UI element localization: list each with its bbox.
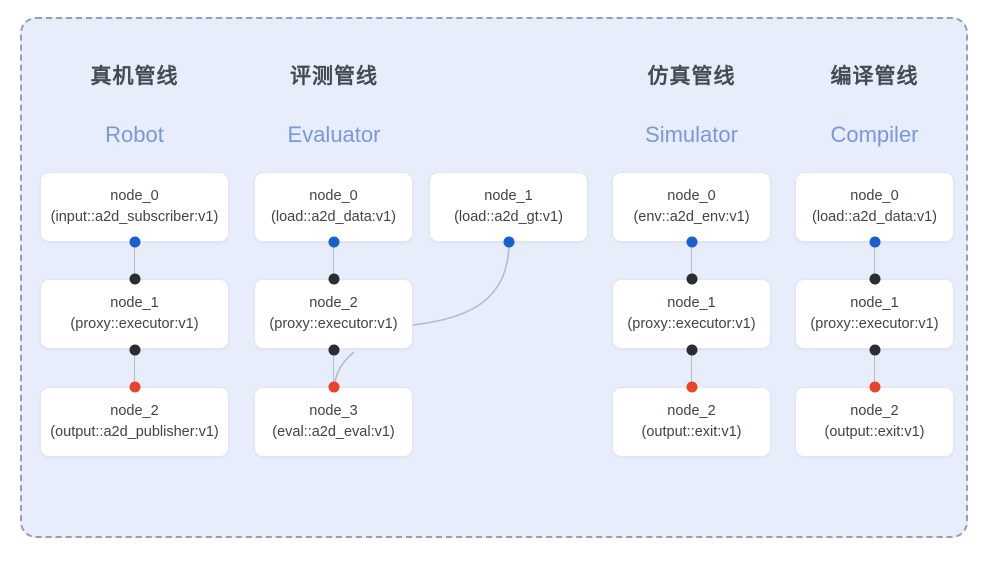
port-output-dot-icon[interactable] bbox=[869, 344, 880, 356]
node-id: node_0 bbox=[850, 188, 899, 204]
column-title-evaluator: 评测管线 bbox=[290, 65, 378, 88]
node-type: (output::a2d_publisher:v1) bbox=[50, 424, 219, 440]
node-type: (load::a2d_data:v1) bbox=[812, 209, 937, 225]
port-output-dot-icon[interactable] bbox=[503, 236, 514, 248]
edge-segment bbox=[873, 242, 876, 279]
node-box[interactable]: node_2 (output::exit:v1) bbox=[795, 387, 954, 457]
edge-segment bbox=[133, 242, 136, 279]
node-box[interactable]: node_0 (input::a2d_subscriber:v1) bbox=[40, 172, 229, 242]
port-output-dot-icon[interactable] bbox=[686, 236, 697, 248]
column-title-compiler: 编译管线 bbox=[830, 65, 919, 88]
edge-segment bbox=[133, 350, 136, 387]
node-type: (proxy::executor:v1) bbox=[70, 316, 199, 332]
port-output-dot-icon[interactable] bbox=[328, 344, 339, 356]
node-box[interactable]: node_3 (eval::a2d_eval:v1) bbox=[254, 387, 413, 457]
node-id: node_3 bbox=[309, 403, 358, 419]
port-output-dot-icon[interactable] bbox=[686, 344, 697, 356]
port-output-dot-icon[interactable] bbox=[328, 236, 339, 248]
port-terminal-dot-icon[interactable] bbox=[686, 381, 697, 393]
node-type: (env::a2d_env:v1) bbox=[633, 209, 750, 225]
node-id: node_1 bbox=[667, 295, 716, 311]
column-title-robot: 真机管线 bbox=[90, 65, 179, 88]
edge-segment bbox=[690, 350, 693, 387]
node-box[interactable]: node_1 (load::a2d_gt:v1) bbox=[429, 172, 588, 242]
node-id: node_2 bbox=[309, 295, 358, 311]
node-box[interactable]: node_1 (proxy::executor:v1) bbox=[795, 279, 954, 349]
node-id: node_2 bbox=[667, 403, 716, 419]
edge-segment bbox=[332, 242, 335, 279]
column-subtitle-compiler: Compiler bbox=[830, 122, 919, 147]
node-type: (proxy::executor:v1) bbox=[810, 316, 939, 332]
column-title-simulator: 仿真管线 bbox=[647, 65, 736, 88]
node-id: node_1 bbox=[110, 295, 159, 311]
node-type: (proxy::executor:v1) bbox=[269, 316, 398, 332]
port-input-dot-icon[interactable] bbox=[328, 273, 339, 285]
node-type: (input::a2d_subscriber:v1) bbox=[50, 209, 219, 225]
node-type: (load::a2d_gt:v1) bbox=[454, 209, 563, 225]
node-box[interactable]: node_2 (output::a2d_publisher:v1) bbox=[40, 387, 229, 457]
node-box[interactable]: node_0 (env::a2d_env:v1) bbox=[612, 172, 771, 242]
node-box[interactable]: node_0 (load::a2d_data:v1) bbox=[795, 172, 954, 242]
port-input-dot-icon[interactable] bbox=[129, 273, 140, 285]
pipeline-panel bbox=[20, 17, 968, 538]
port-terminal-dot-icon[interactable] bbox=[328, 381, 339, 393]
node-id: node_2 bbox=[850, 403, 899, 419]
edge-segment bbox=[690, 242, 693, 279]
node-type: (load::a2d_data:v1) bbox=[271, 209, 396, 225]
node-type: (output::exit:v1) bbox=[824, 424, 925, 440]
node-box[interactable]: node_0 (load::a2d_data:v1) bbox=[254, 172, 413, 242]
node-id: node_0 bbox=[667, 188, 716, 204]
port-output-dot-icon[interactable] bbox=[129, 236, 140, 248]
port-input-dot-icon[interactable] bbox=[686, 273, 697, 285]
node-id: node_0 bbox=[110, 188, 159, 204]
node-box[interactable]: node_1 (proxy::executor:v1) bbox=[40, 279, 229, 349]
node-id: node_1 bbox=[850, 295, 899, 311]
port-input-dot-icon[interactable] bbox=[869, 273, 880, 285]
edge-segment bbox=[873, 350, 876, 387]
node-id: node_0 bbox=[309, 188, 358, 204]
column-subtitle-evaluator: Evaluator bbox=[287, 122, 381, 147]
node-box[interactable]: node_2 (output::exit:v1) bbox=[612, 387, 771, 457]
column-subtitle-robot: Robot bbox=[105, 122, 164, 147]
node-id: node_1 bbox=[484, 188, 533, 204]
port-terminal-dot-icon[interactable] bbox=[869, 381, 880, 393]
node-box[interactable]: node_1 (proxy::executor:v1) bbox=[612, 279, 771, 349]
port-output-dot-icon[interactable] bbox=[129, 344, 140, 356]
node-type: (eval::a2d_eval:v1) bbox=[272, 424, 395, 440]
port-output-dot-icon[interactable] bbox=[869, 236, 880, 248]
column-subtitle-simulator: Simulator bbox=[645, 122, 738, 147]
node-type: (proxy::executor:v1) bbox=[627, 316, 756, 332]
node-id: node_2 bbox=[110, 403, 159, 419]
port-terminal-dot-icon[interactable] bbox=[129, 381, 140, 393]
node-box[interactable]: node_2 (proxy::executor:v1) bbox=[254, 279, 413, 349]
node-type: (output::exit:v1) bbox=[641, 424, 742, 440]
